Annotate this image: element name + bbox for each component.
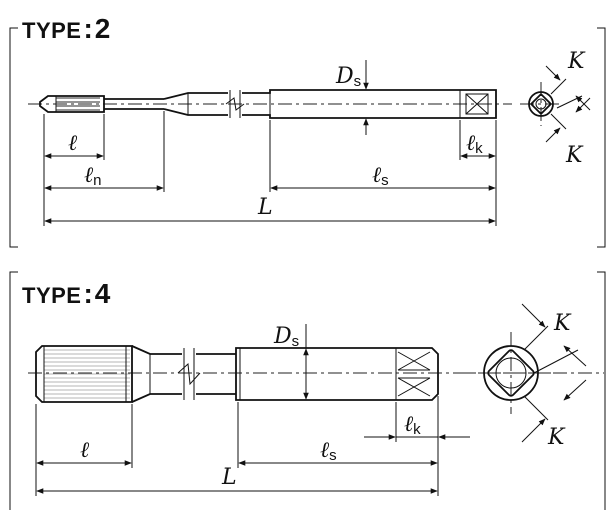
type4-L-label: L [221,465,237,490]
type2-ds-label: Ds [335,64,361,90]
type4-thread-hatch [44,349,130,399]
type2-end-view-square [529,92,553,116]
type2-end-view-circle [528,91,554,117]
type4-ds-label: Ds [273,324,299,350]
type4-K-bottom-label: K [547,425,566,450]
type4-K-ext-2 [533,349,579,374]
type4-K-top-dim-2 [563,345,587,367]
type4-K-ext-3 [523,395,549,421]
type2-K-top-label: K [567,49,586,74]
type2-K-top-dim [545,65,561,81]
type2-square-drive [459,90,489,118]
type2-thread-hatch [56,96,100,112]
type2-thread-section [39,95,105,113]
type2-K-bottom-dim [575,97,591,113]
type4-taper [131,345,182,403]
type4-tap-body [35,345,439,403]
type4-K-top-label: K [553,311,572,336]
type2-lk-label: ℓk [466,131,483,157]
type4-break-symbol [177,348,201,400]
type2-K-ext-3 [550,113,567,130]
type4-K-ext-1 [523,325,549,351]
type4-K-bottom-dim [563,379,587,401]
type2-type-number: 2 [95,13,111,44]
type4-end-view-inner [495,357,527,389]
type2-type-label: TYPE [22,18,81,43]
type2-end-view: K K [520,49,591,168]
type4-square-drive [395,348,431,400]
type4-section: TYPE:4 Ds [9,271,606,510]
type4-shank [235,347,439,401]
type4-colon: : [83,278,92,309]
type2-section: TYPE:2 Ds [9,13,606,248]
type4-end-view-square [487,349,535,397]
type2-break-symbol [225,90,245,118]
type2-title: TYPE:2 [22,13,110,44]
type2-K-ext-1 [550,78,567,95]
type4-K-bottom-dim-2 [521,418,546,443]
type2-end-view-inner [535,98,547,110]
type2-frame-right-bracket [597,27,606,248]
type4-type-label: TYPE [22,283,81,308]
type4-end-view: K K [462,303,587,450]
type4-type-number: 4 [95,278,111,309]
type4-ls-label: ℓs [320,438,337,464]
type2-L-label: L [257,195,273,220]
type4-title: TYPE:4 [22,278,111,309]
type2-K-bottom-label: K [565,143,584,168]
type4-frame-left-bracket [9,271,18,510]
type4-neck [196,353,236,395]
type2-frame-left-bracket [9,27,18,248]
type2-neck [104,98,164,110]
type2-K-bottom-dim-2 [545,127,561,143]
type2-ln-label: ℓn [84,163,102,189]
type2-l-label: ℓ [68,131,78,156]
type2-ls-label: ℓs [372,163,389,189]
type4-frame-right-bracket [597,271,606,510]
type2-colon: : [83,13,92,44]
type2-tap-body [39,89,497,119]
type2-K-top-dim-2 [575,95,591,111]
type4-lk-label: ℓk [404,412,421,438]
type4-l-label: ℓ [80,438,90,463]
type4-end-view-circle [483,345,539,401]
type4-K-top-dim [521,303,546,328]
